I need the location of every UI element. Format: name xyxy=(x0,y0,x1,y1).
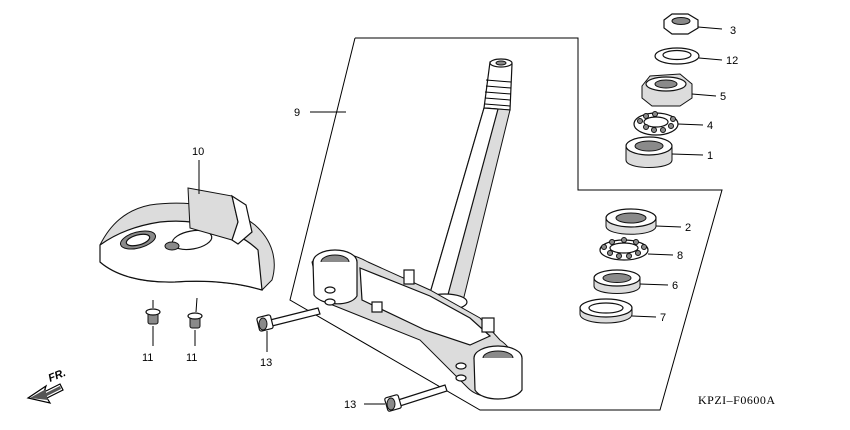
lock-washer-12[interactable] xyxy=(654,47,700,65)
callout-labels: 3 12 5 4 1 2 8 6 7 9 10 11 11 13 13 xyxy=(142,25,738,411)
direction-label: FR. xyxy=(47,367,68,385)
dust-seal-7[interactable] xyxy=(579,298,633,324)
callout-12: 12 xyxy=(726,55,738,67)
adjusting-nut-5[interactable] xyxy=(641,73,693,107)
callout-1: 1 xyxy=(707,150,713,162)
callout-3: 3 xyxy=(730,25,736,37)
callout-6: 6 xyxy=(672,280,678,292)
assembly-outline xyxy=(289,37,723,411)
screw-11-left[interactable] xyxy=(145,300,161,325)
front-fender[interactable] xyxy=(99,187,275,291)
callout-7: 7 xyxy=(660,312,666,324)
callout-11-left: 11 xyxy=(142,352,153,364)
lower-bearing-8[interactable] xyxy=(599,237,649,261)
screw-11-right[interactable] xyxy=(187,297,203,329)
lower-triple-clamp[interactable] xyxy=(311,249,523,400)
bolt-13-lower[interactable] xyxy=(384,384,448,412)
upper-bearing-4[interactable] xyxy=(633,111,679,136)
callout-8: 8 xyxy=(677,250,683,262)
callout-9: 9 xyxy=(294,107,300,119)
lock-nut-3[interactable] xyxy=(663,13,699,35)
steering-stem[interactable] xyxy=(422,58,513,311)
bolt-13-upper[interactable] xyxy=(256,307,321,332)
callout-13-lower: 13 xyxy=(344,399,356,411)
callout-2: 2 xyxy=(685,222,691,234)
front-direction-arrow: FR. xyxy=(26,367,68,404)
bottom-cone-race-6[interactable] xyxy=(593,269,641,294)
leader-lines xyxy=(152,26,723,405)
cone-race-2[interactable] xyxy=(605,208,657,235)
callout-10: 10 xyxy=(192,146,204,158)
callout-13-upper: 13 xyxy=(260,357,272,369)
callout-4: 4 xyxy=(707,120,713,132)
top-cone-race-1[interactable] xyxy=(625,136,673,168)
callout-5: 5 xyxy=(720,91,726,103)
diagram-code: KPZI–F0600A xyxy=(698,393,776,407)
callout-11-right: 11 xyxy=(186,352,197,364)
